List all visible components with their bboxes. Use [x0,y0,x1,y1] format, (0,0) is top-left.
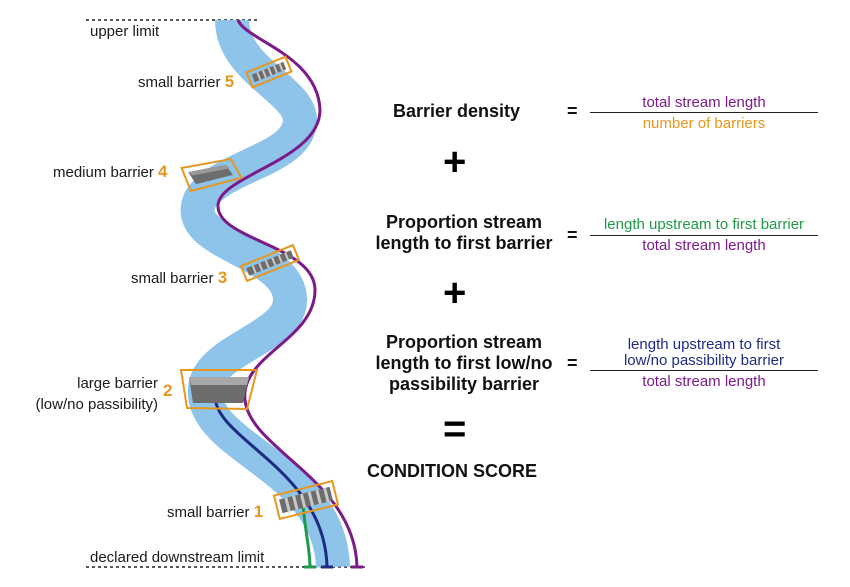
barrier-3-text: small barrier [131,270,214,287]
proportion-low-fraction-bar [590,370,818,371]
barrier-2-text-line2: (low/no passibility) [35,396,158,413]
barrier-4-text: medium barrier [53,164,154,181]
proportion-low-line3: passibility barrier [388,374,540,394]
barrier-3-label: small barrier 3 [131,268,227,288]
plus-sign-2: + [443,271,467,315]
barrier-4-number: 4 [158,162,168,181]
barrier-1-label: small barrier 1 [167,502,263,522]
plus-sign-1: + [443,140,467,184]
barrier-5-text: small barrier [138,74,221,91]
barrier-2-label: large barrier (low/no passibility) [20,373,158,415]
upper-limit-label: upper limit [90,23,160,40]
proportion-first-barrier-label: Proportion stream length to first barrie… [366,212,562,254]
proportion-low-numerator-line2: low/no passibility barrier [623,352,785,369]
proportion-low-denominator: total stream length [642,373,766,390]
barrier-density-label: Barrier density [393,101,521,121]
barrier-1-text: small barrier [167,504,250,521]
equals-sign-1: = [567,101,578,121]
barrier-density-denominator: number of barriers [642,115,766,132]
barrier-5-number: 5 [224,72,235,91]
proportion-first-denominator: total stream length [642,237,766,254]
barrier-5-small [245,55,293,89]
proportion-first-fraction-bar [590,235,818,236]
proportion-first-line2: length to first barrier [375,233,553,253]
upstream-to-first-barrier-line [301,504,312,568]
proportion-low-barrier-label: Proportion stream length to first low/no… [364,332,564,395]
barrier-3-number: 3 [217,268,228,287]
barrier-1-small [272,479,340,521]
proportion-low-numerator-line1: length upstream to first [627,336,781,353]
proportion-low-line2: length to first low/no [375,353,553,373]
downstream-limit-label: declared downstream limit [90,549,265,566]
barrier-4-label: medium barrier 4 [53,162,168,182]
barrier-2-large [179,369,259,411]
barrier-1-number: 1 [253,502,264,521]
equals-sign-3: = [567,353,578,373]
barrier-2-text-line1: large barrier [77,375,158,392]
equals-sign-2: = [567,225,578,245]
big-equals-sign: = [443,407,467,451]
barrier-2-number: 2 [163,381,173,400]
barrier-5-label: small barrier 5 [138,72,234,92]
total-stream-length-line [216,19,359,568]
condition-score-label: CONDITION SCORE [367,461,538,481]
proportion-first-numerator: length upstream to first barrier [603,216,805,233]
upstream-to-low-passibility-line [213,395,329,568]
proportion-low-line1: Proportion stream [385,332,543,352]
barrier-density-fraction-bar [590,112,818,113]
barrier-3-small [239,243,301,283]
barrier-density-numerator: total stream length [642,94,766,111]
proportion-first-line1: Proportion stream [385,212,543,232]
barrier-4-medium [180,157,244,193]
